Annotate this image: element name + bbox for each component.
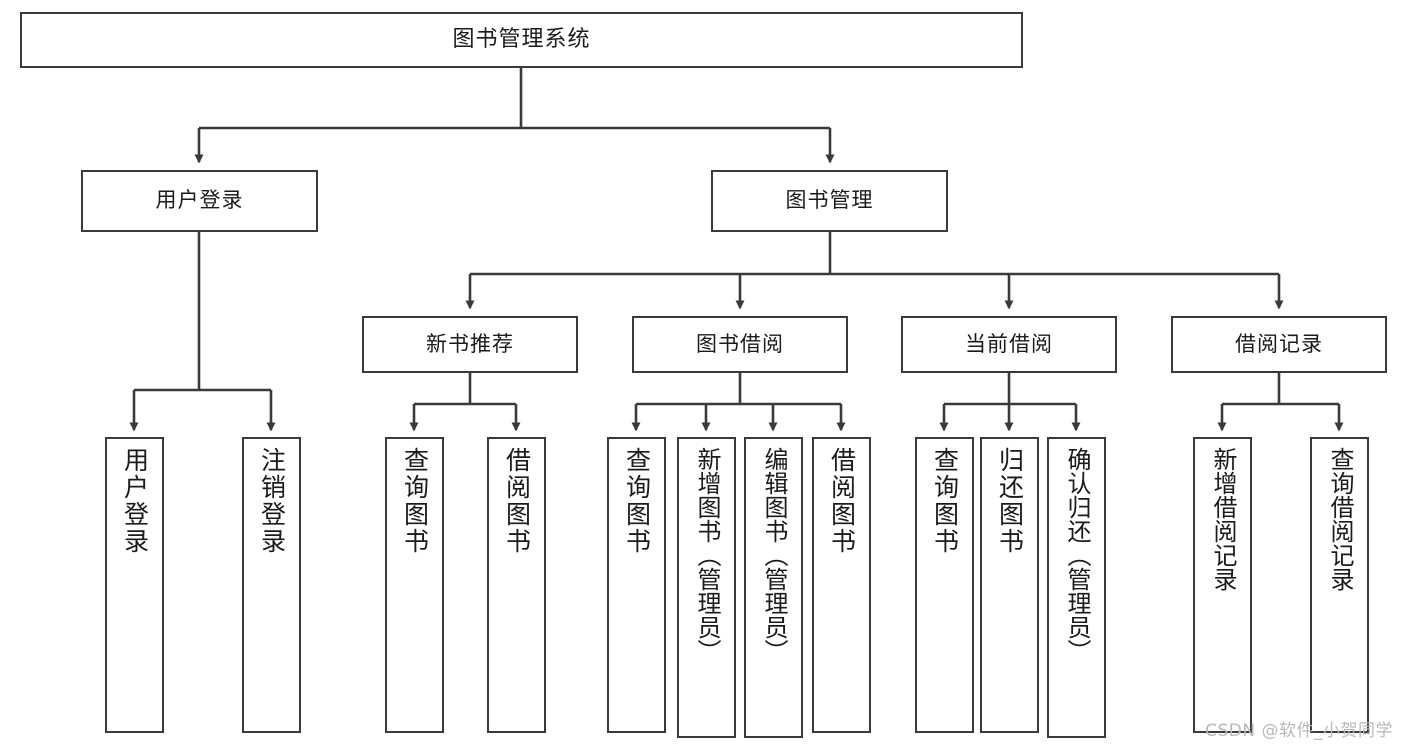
node-label: 借阅记录 [1235, 331, 1323, 356]
node-label: 图书借阅 [696, 331, 784, 356]
node-label: 归还图书 [995, 447, 1025, 555]
node-leaf-current-borrow-return-book[interactable]: 归还图书 [980, 437, 1039, 733]
node-label: 当前借阅 [965, 331, 1053, 356]
node-label: 借阅图书 [502, 447, 532, 555]
node-label: 查询图书 [930, 447, 960, 555]
node-leaf-user-login-logout[interactable]: 注销登录 [242, 437, 301, 733]
node-book-borrow[interactable]: 图书借阅 [632, 316, 848, 373]
node-leaf-new-book-query-book[interactable]: 查询图书 [385, 437, 444, 733]
node-label: 查询图书 [400, 447, 430, 555]
node-leaf-current-borrow-confirm-return-admin[interactable]: 确认归还（管理员） [1047, 437, 1106, 738]
node-leaf-borrow-record-add-record[interactable]: 新增借阅记录 [1193, 437, 1252, 733]
node-label: 编辑图书（管理员） [759, 447, 788, 663]
node-label: 用户登录 [120, 447, 150, 555]
node-leaf-borrow-record-query-record[interactable]: 查询借阅记录 [1310, 437, 1369, 733]
node-current-borrow[interactable]: 当前借阅 [901, 316, 1117, 373]
node-label: 新书推荐 [426, 331, 514, 356]
node-label: 查询借阅记录 [1325, 447, 1354, 591]
node-label: 新增借阅记录 [1208, 447, 1237, 591]
node-leaf-current-borrow-query-book[interactable]: 查询图书 [915, 437, 974, 733]
node-leaf-user-login-login[interactable]: 用户登录 [105, 437, 164, 733]
node-leaf-book-borrow-borrow-book[interactable]: 借阅图书 [812, 437, 871, 733]
node-leaf-new-book-borrow-book[interactable]: 借阅图书 [487, 437, 546, 733]
node-book-management[interactable]: 图书管理 [711, 170, 948, 232]
node-label: 图书管理 [785, 188, 874, 213]
node-user-login[interactable]: 用户登录 [81, 170, 318, 232]
node-borrow-record[interactable]: 借阅记录 [1171, 316, 1387, 373]
node-label: 借阅图书 [827, 447, 857, 555]
node-label: 确认归还（管理员） [1062, 447, 1091, 663]
node-label: 用户登录 [155, 188, 244, 213]
node-root-book-management-system[interactable]: 图书管理系统 [20, 12, 1023, 68]
node-label: 查询图书 [622, 447, 652, 555]
node-label: 图书管理系统 [452, 26, 591, 52]
node-new-book-recommend[interactable]: 新书推荐 [362, 316, 578, 373]
node-label: 新增图书（管理员） [692, 447, 721, 663]
node-leaf-book-borrow-edit-book-admin[interactable]: 编辑图书（管理员） [744, 437, 803, 738]
node-leaf-book-borrow-query-book[interactable]: 查询图书 [607, 437, 666, 733]
watermark-text: CSDN @软件_小贺同学 [1205, 721, 1393, 741]
node-label: 注销登录 [257, 447, 287, 555]
node-leaf-book-borrow-add-book-admin[interactable]: 新增图书（管理员） [677, 437, 736, 738]
